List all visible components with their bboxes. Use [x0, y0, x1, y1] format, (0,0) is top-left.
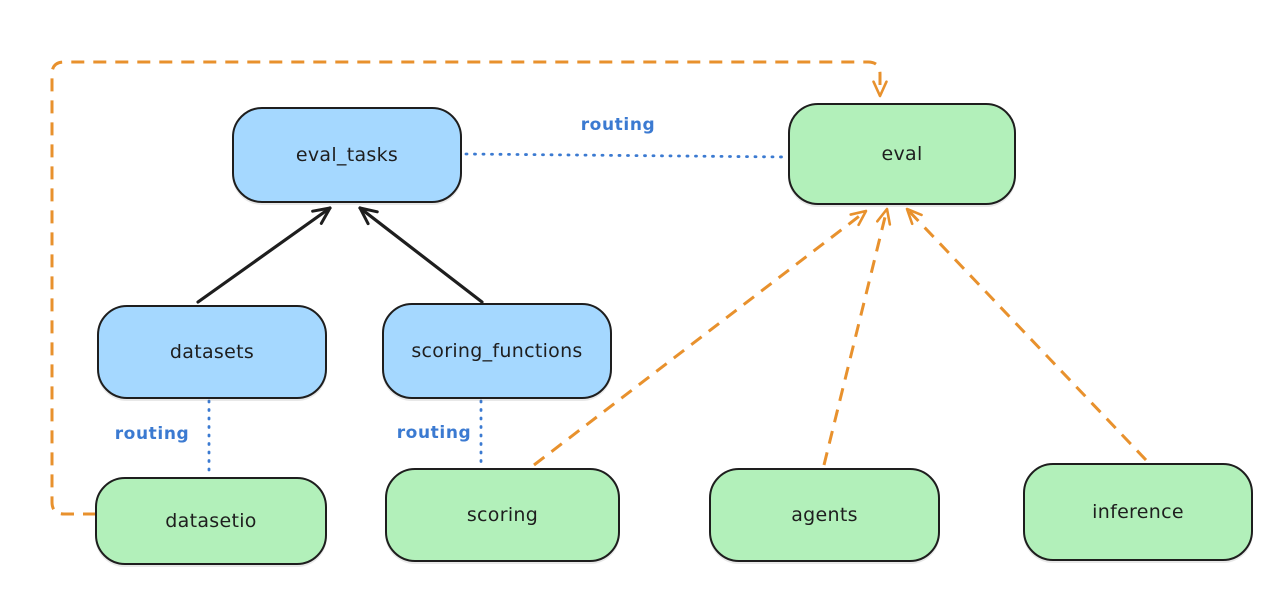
edge-inference-eval	[905, 207, 1148, 462]
node-datasetio: datasetio	[95, 477, 327, 565]
edge-routing-eval_tasks-eval	[464, 152, 788, 159]
edge-label-routing-scoring_functions-scoring: routing	[396, 423, 472, 443]
edge-datasets-eval_tasks	[196, 206, 332, 304]
node-inference-label: inference	[1092, 501, 1184, 523]
node-datasets-label: datasets	[169, 341, 255, 363]
node-scoring-functions-label: scoring_functions	[411, 340, 583, 362]
node-eval-tasks-label: eval_tasks	[295, 144, 399, 166]
edge-label-routing-eval_tasks-eval: routing	[580, 115, 656, 135]
node-datasets: datasets	[97, 305, 327, 399]
edge-scoring_functions-eval_tasks	[358, 206, 484, 304]
node-datasetio-label: datasetio	[165, 510, 257, 532]
edge-label-routing-datasets-datasetio: routing	[114, 424, 190, 444]
edge-agents-eval	[822, 207, 892, 466]
node-eval-label: eval	[881, 143, 923, 165]
node-scoring: scoring	[385, 468, 620, 562]
node-agents: agents	[709, 468, 940, 562]
node-scoring-functions: scoring_functions	[382, 303, 612, 399]
node-agents-label: agents	[791, 504, 858, 526]
edge-datasetio-eval	[50, 60, 888, 516]
node-inference: inference	[1023, 463, 1253, 561]
node-scoring-label: scoring	[466, 504, 539, 526]
node-eval: eval	[788, 103, 1016, 205]
node-eval-tasks: eval_tasks	[232, 107, 462, 203]
